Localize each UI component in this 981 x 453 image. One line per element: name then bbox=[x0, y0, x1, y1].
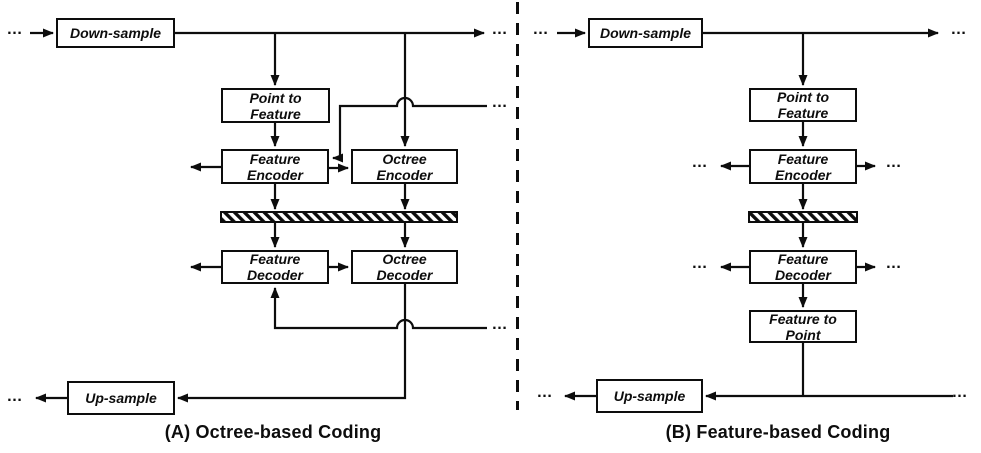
b-up-sample-label: Up-sample bbox=[613, 388, 686, 404]
b-bitstream-bar bbox=[748, 211, 858, 223]
b-ellipsis-input: … bbox=[532, 20, 550, 38]
b-feature-encoder-box: Feature Encoder bbox=[749, 149, 857, 184]
a-octree-encoder-label: Octree Encoder bbox=[376, 150, 433, 183]
b-ellipsis-output: … bbox=[536, 383, 554, 401]
b-point-to-feature-label: Point to Feature bbox=[776, 89, 830, 121]
b-feature-to-point-box: Feature to Point bbox=[749, 310, 857, 343]
a-ellipsis-top-right: … bbox=[491, 20, 509, 38]
a-feature-decoder-box: Feature Decoder bbox=[221, 250, 329, 284]
b-ellipsis-encoder-left: … bbox=[691, 153, 709, 171]
b-ellipsis-top-right: … bbox=[950, 20, 968, 38]
b-caption: (B) Feature-based Coding bbox=[665, 422, 891, 442]
b-ellipsis-decoder-left: … bbox=[691, 254, 709, 272]
a-reference-feature-in-line bbox=[332, 96, 487, 163]
a-up-sample-label: Up-sample bbox=[85, 390, 157, 406]
b-up-sample-box: Up-sample bbox=[596, 379, 703, 413]
b-ellipsis-encoder-right: … bbox=[885, 153, 903, 171]
a-octree-decoder-box: Octree Decoder bbox=[351, 250, 458, 284]
a-ellipsis-feedback: … bbox=[491, 315, 509, 333]
a-octree-decoder-to-upsample bbox=[177, 284, 407, 403]
a-reference-feature-feedback-line bbox=[270, 287, 487, 330]
a-point-to-feature-label: Point to Feature bbox=[249, 89, 302, 122]
b-ellipsis-bottom-right: … bbox=[951, 383, 969, 401]
b-feature-to-point-label: Feature to Point bbox=[769, 310, 837, 343]
a-point-to-feature-box: Point to Feature bbox=[221, 88, 330, 123]
a-up-sample-box: Up-sample bbox=[67, 381, 175, 415]
a-ellipsis-input: … bbox=[6, 20, 24, 38]
a-caption: (A) Octree-based Coding bbox=[164, 422, 382, 442]
b-feature-encoder-label: Feature Encoder bbox=[774, 150, 831, 183]
a-feature-decoder-label: Feature Decoder bbox=[246, 251, 303, 283]
a-ellipsis-ref-in: … bbox=[491, 93, 509, 111]
b-feature-decoder-box: Feature Decoder bbox=[749, 250, 857, 284]
a-down-sample-label: Down-sample bbox=[69, 25, 161, 41]
a-feature-encoder-label: Feature Encoder bbox=[246, 150, 303, 183]
b-point-to-feature-box: Point to Feature bbox=[749, 88, 857, 122]
b-feature-decoder-label: Feature Decoder bbox=[774, 251, 831, 283]
b-ellipsis-decoder-right: … bbox=[885, 254, 903, 272]
b-down-sample-label: Down-sample bbox=[599, 25, 691, 41]
a-down-sample-box: Down-sample bbox=[56, 18, 175, 48]
a-bitstream-bar bbox=[220, 211, 458, 223]
a-feature-encoder-box: Feature Encoder bbox=[221, 149, 329, 184]
b-down-sample-box: Down-sample bbox=[588, 18, 703, 48]
a-octree-encoder-box: Octree Encoder bbox=[351, 149, 458, 184]
a-ellipsis-output: … bbox=[6, 387, 24, 405]
a-octree-decoder-label: Octree Decoder bbox=[376, 251, 433, 283]
